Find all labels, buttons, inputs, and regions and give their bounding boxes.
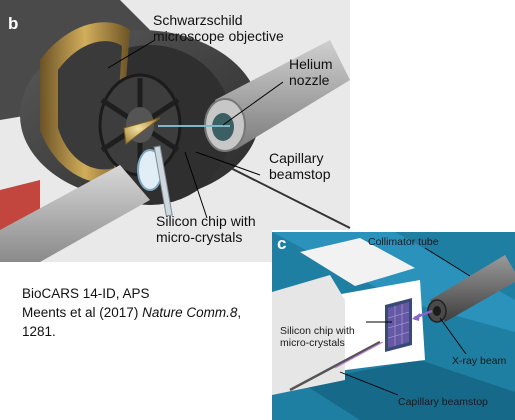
- label-xray-beam: X-ray beam: [452, 355, 507, 367]
- label-capillary-c: Capillary beamstop: [398, 396, 488, 408]
- label-chip-c-line1: Silicon chip with: [280, 325, 355, 337]
- collimator-tube: [427, 255, 515, 323]
- caption-journal: Nature Comm.8: [142, 305, 238, 320]
- caption-line3: 1281.: [22, 324, 56, 339]
- label-capillary-line1: Capillary: [269, 150, 324, 166]
- panel-c-illustration: [272, 230, 515, 420]
- label-objective: Schwarzschild microscope objective: [153, 12, 284, 44]
- panel-c-leaders: [339, 247, 471, 396]
- label-collimator: Collimator tube: [368, 236, 439, 248]
- citation-caption: BioCARS 14-ID, APS Meents et al (2017) N…: [22, 284, 272, 341]
- capillary-wire: [194, 149, 351, 229]
- label-objective-line2: microscope objective: [153, 28, 284, 44]
- label-helium-line2: nozzle: [289, 72, 330, 88]
- panel-letter-c: c: [277, 234, 287, 253]
- panel-letter-b: b: [8, 14, 19, 33]
- panel-b-illustration: [0, 0, 351, 262]
- microscope-objective: [20, 22, 260, 205]
- label-chip-b-line1: Silicon chip with: [156, 213, 256, 229]
- label-chip-b-line2: micro-crystals: [156, 229, 243, 245]
- caption-line1: BioCARS 14-ID, APS: [22, 286, 150, 301]
- label-capillary-b: Capillary beamstop: [269, 150, 330, 182]
- capillary-beamstop: [289, 340, 381, 392]
- label-objective-line1: Schwarzschild: [153, 12, 243, 28]
- label-chip-c: Silicon chip with micro-crystals: [280, 325, 355, 349]
- label-chip-c-line2: micro-crystals: [280, 337, 345, 349]
- caption-comma: ,: [237, 305, 242, 320]
- silicon-chip: [385, 298, 412, 352]
- chip-holder: [0, 145, 173, 262]
- caption-line2: Meents et al (2017) Nature Comm.8,: [22, 303, 272, 322]
- label-capillary-line2: beamstop: [269, 166, 331, 182]
- panel-b-leaders: [107, 39, 284, 219]
- label-helium-line1: Helium: [289, 56, 333, 72]
- label-chip-b: Silicon chip with micro-crystals: [156, 213, 256, 245]
- label-helium-nozzle: Helium nozzle: [289, 56, 333, 88]
- caption-authors: Meents et al (2017): [22, 305, 143, 320]
